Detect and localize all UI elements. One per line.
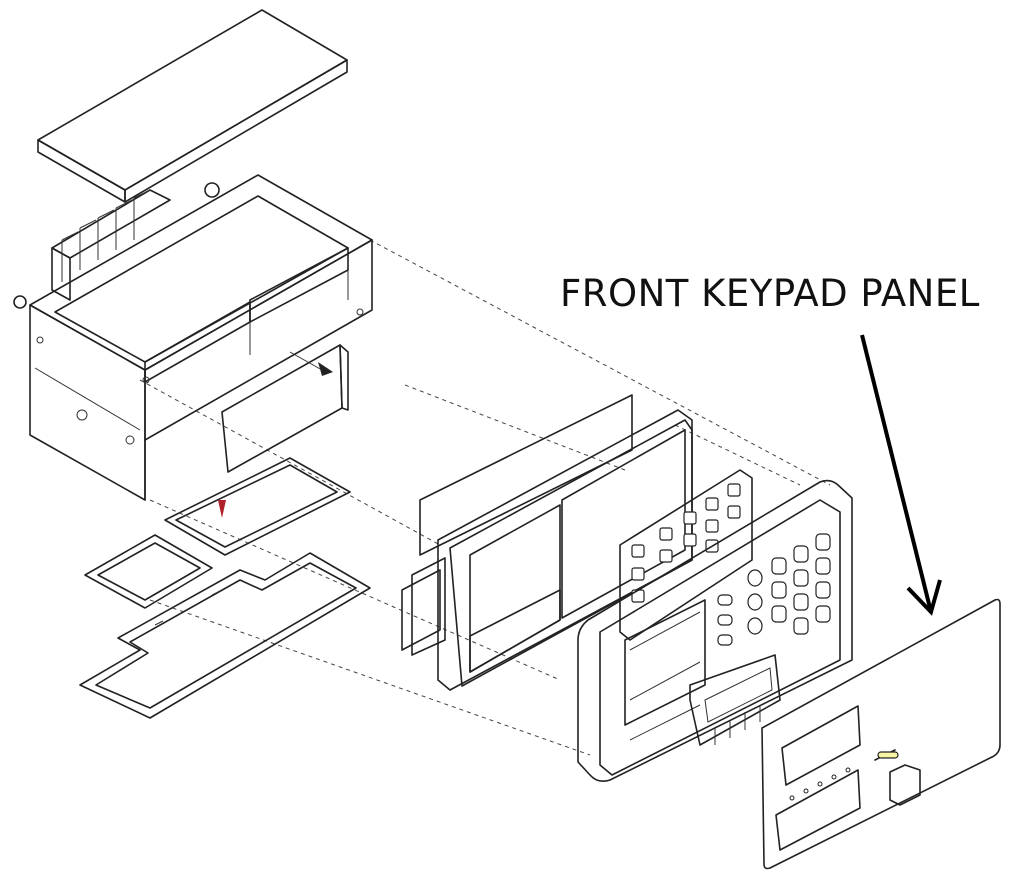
insert-arrow-icon bbox=[318, 362, 333, 376]
keypad-overlay-film bbox=[761, 598, 1001, 870]
chassis-housing bbox=[13, 174, 373, 501]
front-keypad-panel-label: FRONT KEYPAD PANEL bbox=[560, 272, 980, 315]
internal-circuit-board bbox=[221, 344, 349, 473]
heat-sink-fins bbox=[51, 189, 171, 301]
front-bezel bbox=[577, 479, 853, 782]
callout-arrow bbox=[860, 334, 942, 616]
alignment-marker-icon bbox=[218, 500, 226, 518]
keypad-circuit-board bbox=[619, 469, 753, 641]
gasket-small bbox=[84, 534, 213, 609]
top-cover bbox=[37, 9, 348, 203]
gasket-large bbox=[164, 457, 351, 556]
display-assembly bbox=[401, 394, 693, 691]
alignment-guides bbox=[139, 239, 831, 756]
gasket-bottom bbox=[79, 552, 371, 719]
